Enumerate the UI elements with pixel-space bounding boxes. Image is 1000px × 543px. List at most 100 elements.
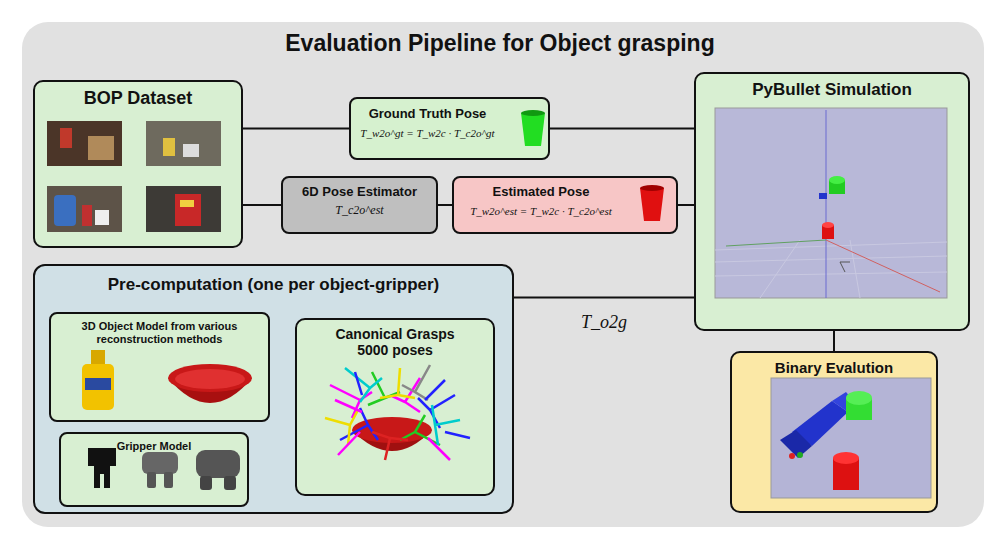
grasp-object [352,417,432,443]
box-heading: Canonical Grasps 5000 poses [327,326,463,358]
grasps-box: Canonical Grasps 5000 poses [295,318,495,496]
dataset-photo [47,186,122,232]
box-heading: Gripper Model [67,440,241,453]
gripper-finger [200,476,212,490]
grasp-pose [345,368,382,402]
grasp-pose [340,408,378,440]
box-heading: 3D Object Model from various reconstruct… [61,320,258,345]
gripper-finger [224,476,236,490]
photo-object [180,200,194,207]
grasp-pose [418,395,455,428]
grasp-pose [372,432,408,460]
gripper-finger [164,472,173,488]
est-object [833,458,859,490]
bowl-body [352,430,432,451]
gt-cup-icon [521,113,545,146]
pose-formula: T_c2o^est [289,204,430,218]
est-cup-rim [640,185,664,191]
marker-dot [789,453,795,459]
est-cup-icon [640,188,664,221]
gt-cup-rim [521,110,545,116]
gripper-marker [819,193,827,199]
grasp-pose [380,368,415,398]
bowl-body [168,378,252,403]
grasp-pose [432,405,460,445]
photo-object [175,194,201,226]
evaluation-screenshot [771,378,931,498]
photo-object [95,210,109,225]
gt-object [846,398,872,420]
gripper-icon [142,452,178,474]
box-heading: Estimated Pose [460,185,622,200]
pose-box: Ground Truth PoseT_w2o^gt = T_w2c · T_c2… [349,97,550,160]
est-object [833,452,859,464]
mustard-bottle [82,364,114,410]
photo-object [183,144,199,157]
marker-dot [797,452,803,458]
bottle-cap [91,350,105,366]
grasp-pose [325,410,358,445]
connector-line [833,331,835,351]
axis-line [826,110,827,298]
gt-object [829,176,845,184]
connector-line [514,297,694,299]
ground-grid [715,240,947,298]
grasp-pose [355,372,470,438]
box-heading: Ground Truth Pose [357,107,498,122]
box-heading: 6D Pose Estimator [289,185,430,200]
red-bowl [168,364,252,392]
simulation-screenshot [715,108,947,298]
box-heading: BOP Dataset [43,88,233,109]
grasp-pose [368,372,400,405]
dataset-photo [47,121,122,166]
gt-object [846,391,872,405]
pose-box: Estimated PoseT_w2o^est = T_w2c · T_c2o^… [452,176,678,234]
est-object [822,225,834,239]
pose-formula: T_w2o^gt = T_w2c · T_c2o^gt [357,127,498,140]
grasp-pose [392,378,420,412]
grasp-pose [402,365,430,400]
photo-object [82,205,92,226]
gripper-box: Gripper Model [59,432,249,507]
est-object [822,222,834,228]
gt-object [829,180,845,194]
estimator-box: 6D Pose EstimatorT_c2o^est [281,176,438,234]
grasp-pose [400,415,440,445]
gripper-render [792,401,848,446]
dataset-photo [146,186,221,232]
dataset-box: BOP Dataset [33,80,243,248]
simulation-box: PyBullet Simulation [694,72,970,331]
panel-background [22,22,984,527]
gripper-render [832,392,856,412]
photo-object [54,195,76,226]
box-heading: Binary Evalution [738,359,930,376]
dataset-photo [146,121,221,166]
connector-line [438,204,452,206]
gripper-icon [88,448,116,488]
bowl-inside [175,369,245,389]
photo-object [88,136,114,160]
transform-label: T_o2g [564,312,644,333]
box-heading: Pre-computation (one per object-gripper) [45,275,502,295]
evaluation-box: Binary Evalution [730,351,938,513]
gripper-icon [196,450,240,478]
pose-formula: T_w2o^est = T_w2c · T_c2o^est [460,205,622,218]
connector-line [243,128,349,130]
diagram-title: Evaluation Pipeline for Object grasping [0,30,1000,57]
connector-line [678,204,694,206]
grasp-pose [335,400,450,460]
gripper-finger [147,472,156,488]
axis-line [726,240,826,246]
bottle-label [85,378,111,390]
connector-line [550,128,694,130]
gripper-render [780,430,812,458]
axis-line [826,240,940,292]
grasp-pose [330,385,372,418]
photo-object [60,128,72,148]
model-box: 3D Object Model from various reconstruct… [49,312,270,422]
photo-object [163,138,175,156]
precomputation-group: Pre-computation (one per object-gripper)… [33,264,514,514]
connector-line [243,204,281,206]
